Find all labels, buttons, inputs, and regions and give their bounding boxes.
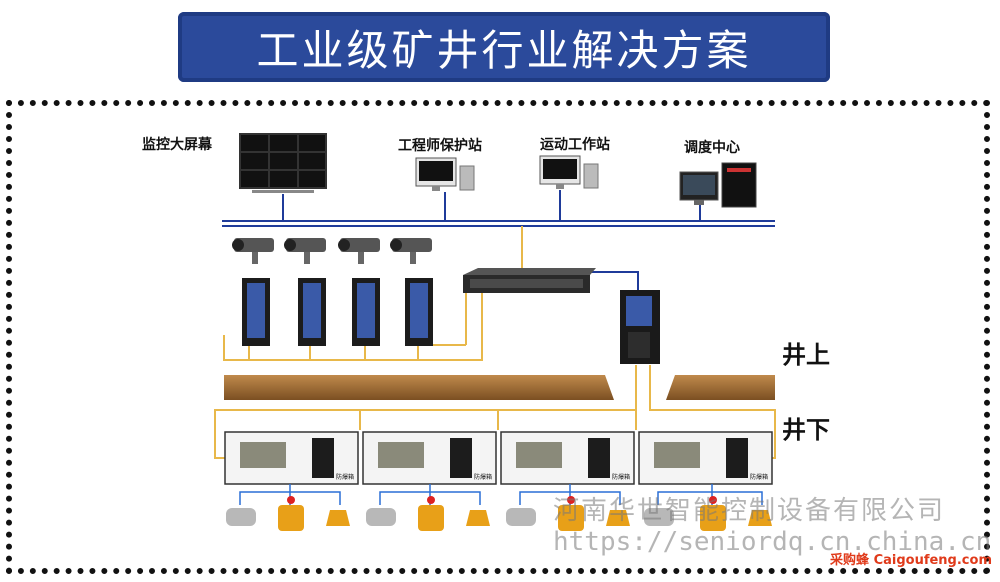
dispatch-pc-icon [679, 162, 757, 208]
page-title: 工业级矿井行业解决方案 [256, 25, 752, 75]
industrial-switches [242, 278, 433, 346]
camera-icon [232, 238, 274, 264]
sensor-head-icon [748, 510, 772, 526]
sensor-head-icon [606, 510, 630, 526]
gas-detector-icon [700, 496, 726, 531]
industrial-switch-icon [352, 278, 380, 346]
above-ground-label: 井上 [782, 341, 830, 369]
ground-layer [224, 375, 775, 400]
monitor-wall-label: 监控大屏幕 [142, 137, 212, 153]
brand-watermark: 采购蜂 Caigoufeng.com [830, 553, 992, 568]
company-watermark: 河南华世智能控制设备有限公司 [553, 496, 946, 526]
camera-icons [232, 238, 432, 264]
box-caption: 防爆箱 [750, 474, 769, 481]
pipe-sensor-icon [366, 508, 396, 526]
box-caption: 防爆箱 [612, 474, 631, 481]
monitor-wall-icon [239, 133, 327, 193]
engineer-workstation-icon [415, 157, 475, 191]
pipe-sensor-icon [506, 508, 536, 526]
camera-icon [390, 238, 432, 264]
ethernet-bus [222, 190, 775, 227]
url-watermark: https://seniordq.cn.china.cn [553, 527, 992, 557]
gas-sensors [226, 496, 772, 531]
pipe-sensor-icon [226, 508, 256, 526]
motion-workstation-icon [539, 155, 599, 189]
industrial-switch-icon [242, 278, 270, 346]
industrial-switch-icon [405, 278, 433, 346]
ring-switch-icon [620, 290, 660, 364]
underground-label: 井下 [782, 416, 830, 444]
dispatch-center-label: 调度中心 [684, 140, 740, 156]
title-banner: 工业级矿井行业解决方案 [178, 12, 830, 82]
gas-detector-icon [278, 496, 304, 531]
core-switch-icon [463, 268, 596, 293]
pipe-sensor-icon [644, 508, 674, 526]
camera-icon [338, 238, 380, 264]
fiber-links [214, 226, 776, 459]
industrial-switch-icon [298, 278, 326, 346]
sensor-head-icon [326, 510, 350, 526]
diagram-frame [6, 100, 990, 574]
gas-detector-icon [558, 496, 584, 531]
gas-detector-icon [418, 496, 444, 531]
engineer-station-label: 工程师保护站 [398, 138, 482, 154]
motion-station-label: 运动工作站 [540, 137, 610, 153]
camera-icon [284, 238, 326, 264]
box-caption: 防爆箱 [474, 474, 493, 481]
explosion-proof-boxes [224, 431, 773, 485]
sensor-head-icon [466, 510, 490, 526]
uplink-cable [590, 271, 639, 290]
box-caption: 防爆箱 [336, 474, 355, 481]
